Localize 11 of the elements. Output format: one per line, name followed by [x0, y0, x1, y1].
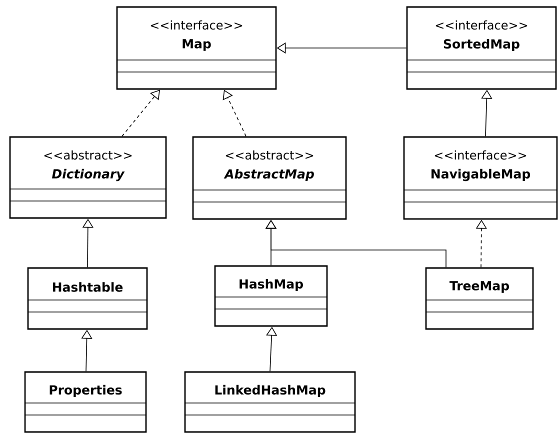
class-box: LinkedHashMap: [184, 371, 356, 433]
class-box: <<interface>> Map: [116, 6, 277, 90]
class-box: HashMap: [214, 265, 328, 327]
class-box: Properties: [24, 371, 147, 433]
class-box: Hashtable: [27, 267, 148, 330]
class-box: <<interface>> NavigableMap: [403, 136, 558, 220]
class-box: <<abstract>> AbstractMap: [192, 136, 347, 220]
class-box: <<abstract>> Dictionary: [9, 136, 167, 219]
class-box: TreeMap: [425, 267, 534, 330]
inheritance-arrow: [122, 90, 160, 137]
class-box: <<interface>> SortedMap: [406, 6, 557, 90]
